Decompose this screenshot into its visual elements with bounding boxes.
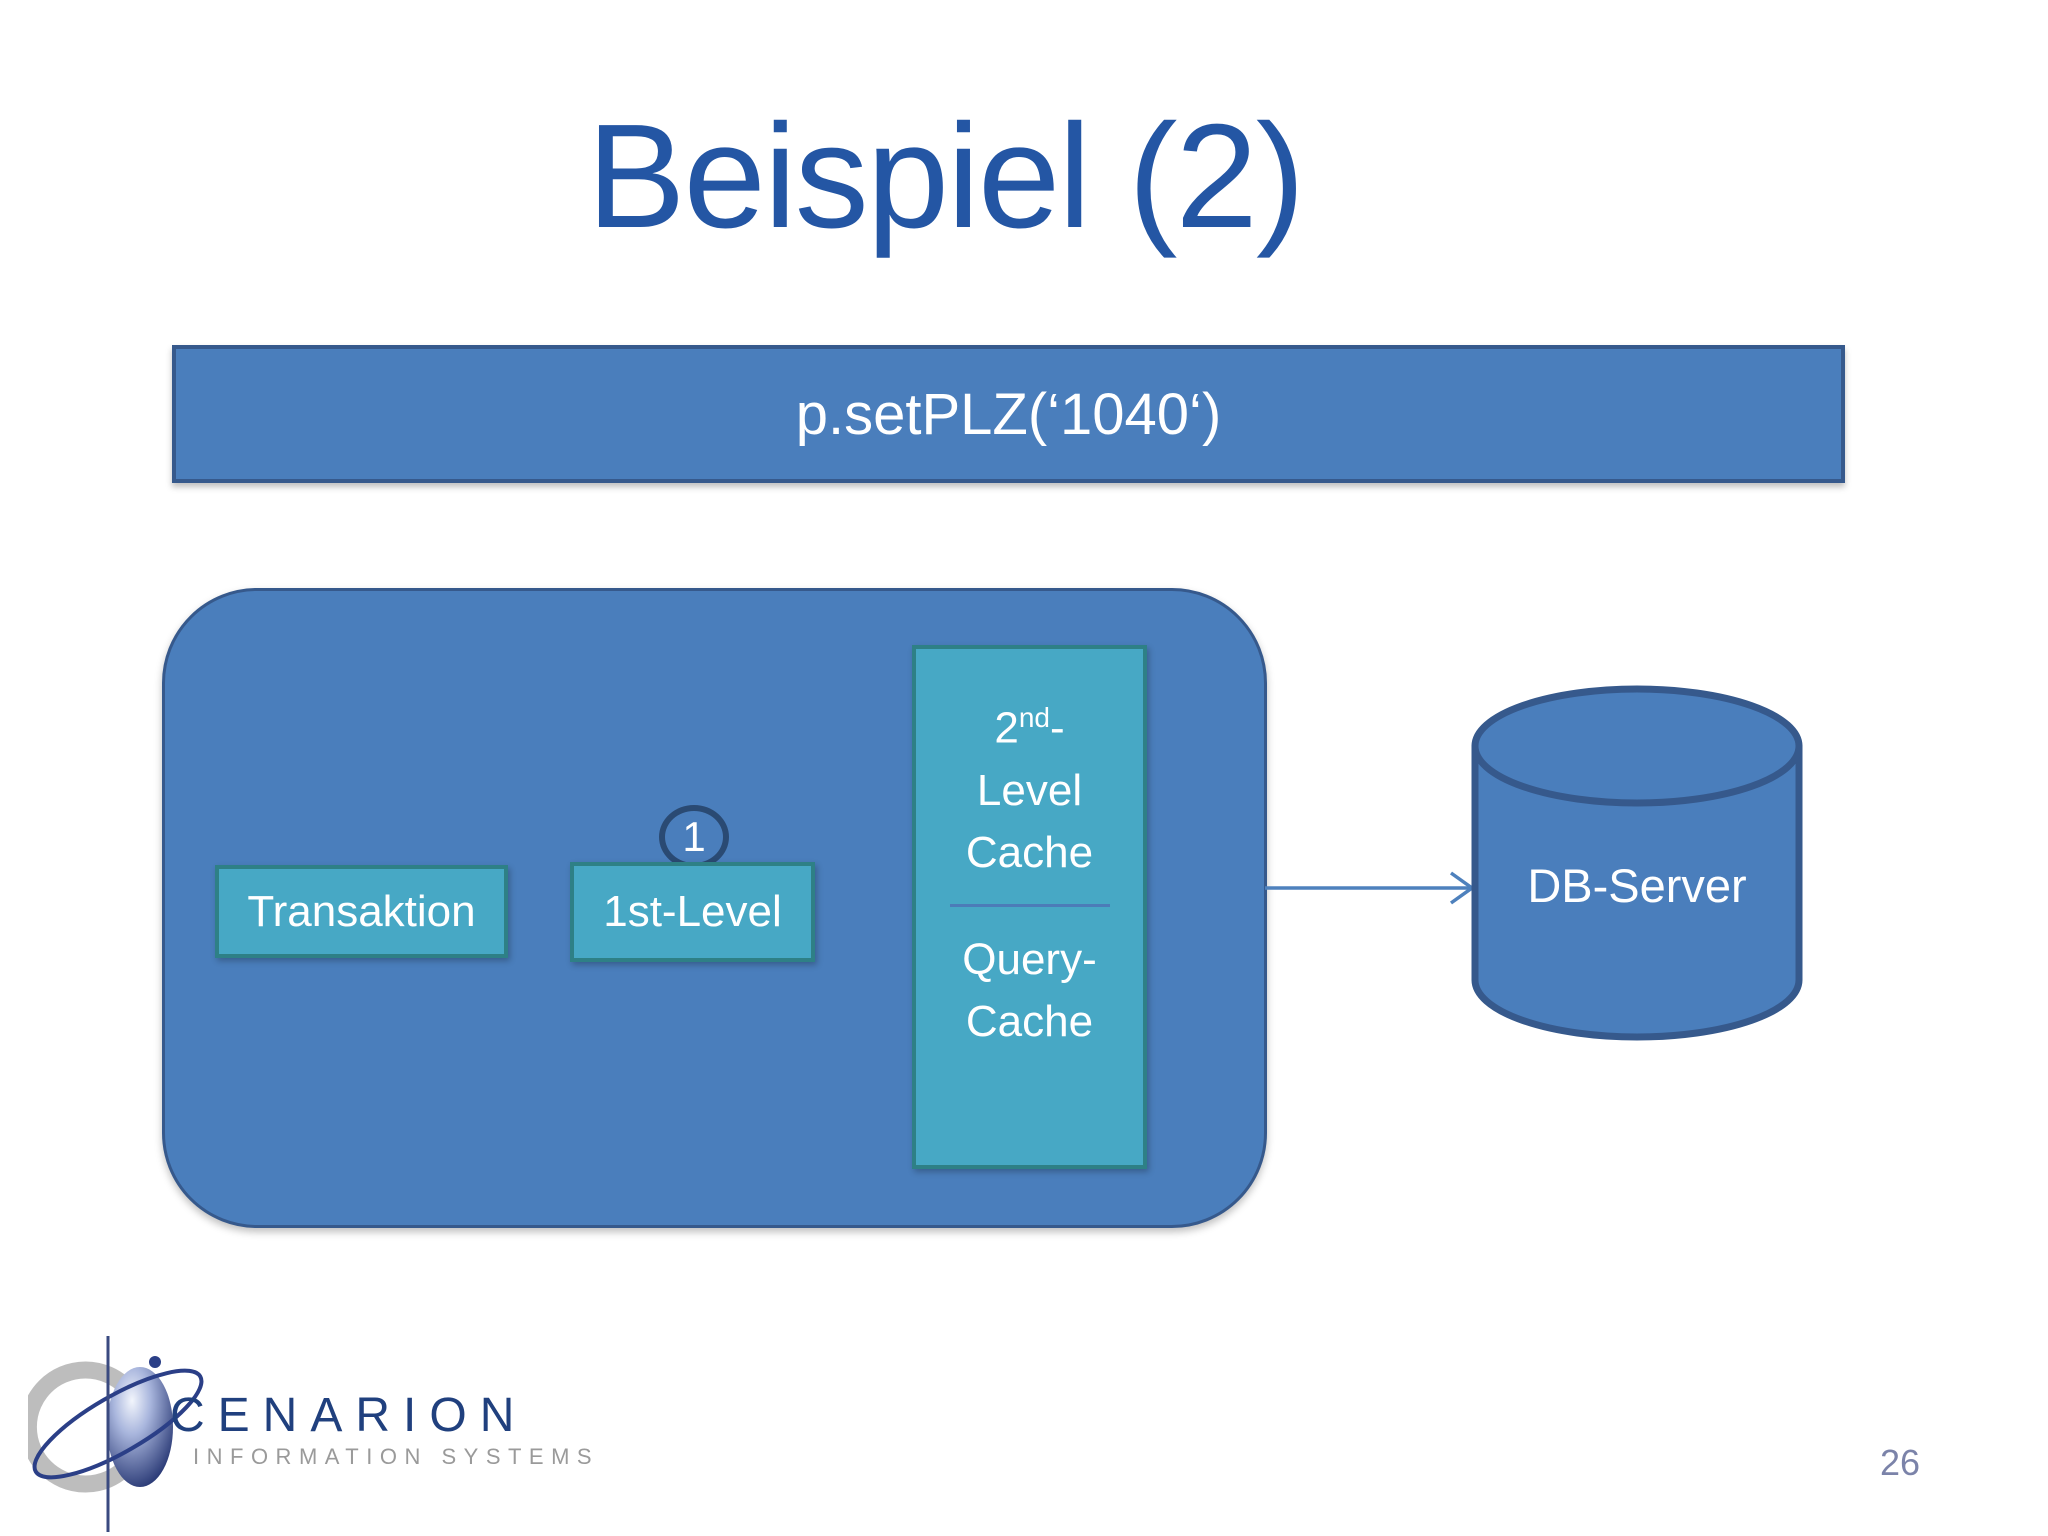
- page-title: Beispiel (2): [586, 94, 1305, 259]
- code-banner: p.setPLZ(‘1040‘): [172, 345, 1845, 483]
- globe-orbit-logo-icon: [28, 1336, 204, 1532]
- second-level-cache-line2: Level: [976, 765, 1083, 815]
- first-level-cache-box: 1st-Level: [570, 862, 815, 962]
- first-level-cache-label: 1st-Level: [603, 887, 782, 936]
- second-level-cache-section: 2nd- Level Cache: [966, 687, 1093, 884]
- step-1-badge: 1: [659, 805, 729, 869]
- arrow-to-db-icon: [1265, 871, 1476, 905]
- db-server-label: DB-Server: [1527, 859, 1746, 912]
- query-cache-line2: Cache: [965, 996, 1094, 1046]
- code-banner-text: p.setPLZ(‘1040‘): [795, 381, 1222, 447]
- logo-brand-name: CENARION: [170, 1389, 528, 1442]
- db-server-cylinder: DB-Server: [1471, 685, 1803, 1041]
- transaction-box: Transaktion: [215, 865, 508, 958]
- second-level-cache-box: 2nd- Level Cache Query- Cache: [912, 645, 1147, 1169]
- logo-tagline: INFORMATION SYSTEMS: [193, 1444, 600, 1469]
- transaction-label: Transaktion: [247, 886, 476, 936]
- step-1-badge-label: 1: [682, 813, 706, 860]
- query-cache-section: Query- Cache: [962, 929, 1096, 1053]
- query-cache-line1: Query-: [962, 934, 1097, 984]
- second-level-cache-line1: 2nd-: [994, 702, 1065, 753]
- page-number: 26: [1880, 1442, 1921, 1483]
- cache-divider: [949, 903, 1110, 907]
- company-logo: CENARION INFORMATION SYSTEMS: [28, 1332, 668, 1536]
- second-level-cache-line3: Cache: [965, 827, 1094, 877]
